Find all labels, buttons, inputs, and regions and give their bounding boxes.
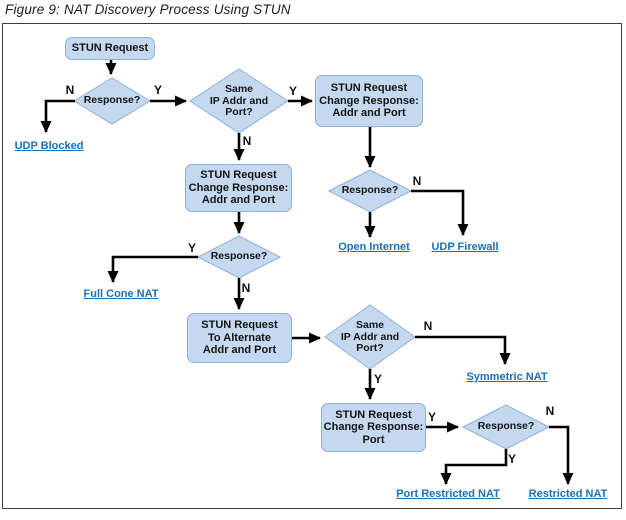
node-label-line: STUN Request: [335, 408, 412, 421]
decision-response-1-label: Response?: [83, 94, 141, 106]
figure-title: Figure 9: NAT Discovery Process Using ST…: [5, 2, 291, 17]
branch-label-no: N: [423, 319, 433, 333]
node-change-response-port: STUN Request Change Response: Port: [321, 403, 426, 452]
outcome-link-restricted-nat[interactable]: Restricted NAT: [528, 488, 608, 500]
outcome-link-udp-firewall[interactable]: UDP Firewall: [431, 241, 499, 253]
decision-response-4-label: Response?: [477, 420, 535, 432]
branch-label-no: N: [241, 281, 251, 295]
node-label-line: STUN Request: [71, 42, 149, 55]
outcome-link-udp-blocked[interactable]: UDP Blocked: [14, 140, 84, 152]
branch-label-yes: Y: [427, 410, 437, 424]
branch-label-yes: Y: [187, 241, 197, 255]
branch-label-no: N: [412, 174, 422, 188]
branch-label-yes: Y: [153, 83, 163, 97]
node-label-line: Port: [362, 433, 385, 446]
branch-label-no: N: [545, 404, 555, 418]
branch-label-yes: Y: [507, 452, 517, 466]
node-label-line: Addr and Port: [201, 194, 276, 207]
node-label-line: STUN Request: [200, 169, 277, 182]
branch-label-yes: Y: [373, 372, 383, 386]
outcome-link-open-internet[interactable]: Open Internet: [338, 241, 410, 253]
decision-same-ip-2-label: Same IP Addr and Port?: [340, 319, 400, 354]
outcome-link-port-restricted-nat[interactable]: Port Restricted NAT: [396, 488, 500, 500]
node-label-line: STUN Request: [201, 319, 278, 332]
node-stun-to-alternate: STUN Request To Alternate Addr and Port: [187, 313, 292, 363]
node-stun-request: STUN Request: [65, 37, 155, 60]
decision-diamond-shapes: [73, 68, 551, 450]
decision-response-2-label: Response?: [341, 184, 399, 196]
branch-label-no: N: [242, 134, 252, 148]
node-change-response-addr-port-right: STUN Request Change Response: Addr and P…: [315, 75, 423, 127]
branch-label-no: N: [65, 83, 75, 97]
node-label-line: Change Response:: [188, 181, 289, 194]
diamond-response-3-shape: [196, 235, 282, 279]
branch-label-yes: Y: [288, 84, 298, 98]
node-label-line: Addr and Port: [332, 107, 406, 120]
connector-lines: [40, 60, 574, 485]
outcome-link-symmetric-nat[interactable]: Symmetric NAT: [466, 371, 548, 383]
node-label-line: Change Response:: [319, 94, 419, 107]
node-label-line: Addr and Port: [202, 344, 277, 357]
outcome-link-full-cone-nat[interactable]: Full Cone NAT: [83, 288, 159, 300]
node-label-line: STUN Request: [330, 82, 408, 95]
decision-response-3-label: Response?: [210, 250, 268, 262]
node-change-response-addr-port-mid: STUN Request Change Response: Addr and P…: [185, 164, 292, 212]
decision-same-ip-1-label: Same IP Addr and Port?: [209, 83, 269, 118]
node-label-line: Change Response:: [323, 421, 424, 434]
node-label-line: To Alternate: [208, 331, 271, 344]
